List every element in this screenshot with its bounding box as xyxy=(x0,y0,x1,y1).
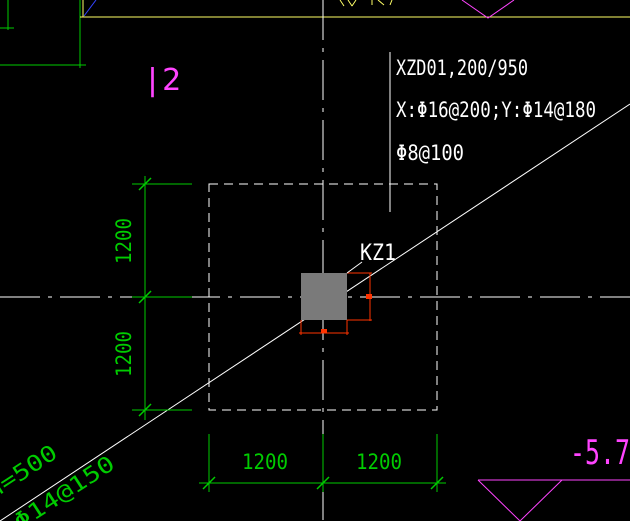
top-text-fragment-glyphs xyxy=(339,0,393,7)
annotation-line3: Φ8@100 xyxy=(396,141,464,165)
column-label-leader xyxy=(346,261,363,274)
elevation-marker: -5.7 xyxy=(477,433,630,521)
hdim-tick-left xyxy=(202,476,216,490)
top-left-blue-corner xyxy=(83,0,97,17)
annotation-line1: XZD01,200/950 xyxy=(396,56,528,80)
vdim-tick-bottom xyxy=(138,403,152,417)
vdim-tick-top xyxy=(138,177,152,191)
top-left-fragment xyxy=(0,0,630,68)
top-triangle-marker xyxy=(461,0,515,19)
elevation-value: -5.7 xyxy=(570,433,630,473)
elevation-triangle xyxy=(477,479,563,521)
column-kz1 xyxy=(301,273,347,320)
vdim-top-value: 1200 xyxy=(112,218,136,264)
vertical-dimension-chain: 1200 1200 xyxy=(112,176,192,420)
column-dim-right-label xyxy=(366,294,372,299)
annotation-block: XZD01,200/950 X:Φ16@200;Y:Φ14@180 Φ8@100 xyxy=(396,56,596,165)
section-mark: |2 xyxy=(143,63,181,98)
column-dimensions xyxy=(299,272,372,335)
hdim-tick-mid xyxy=(316,476,330,490)
vdim-bottom-value: 1200 xyxy=(112,331,136,377)
top-text-fragment xyxy=(339,0,393,7)
hdim-tick-right xyxy=(430,476,444,490)
column-dim-bottom-label xyxy=(321,329,327,333)
column-label: KZ1 xyxy=(360,241,396,266)
annotation-line2: X:Φ16@200;Y:Φ14@180 xyxy=(396,98,596,122)
foundation-outline xyxy=(208,183,438,411)
hdim-left-value: 1200 xyxy=(242,450,288,474)
horizontal-dimension-chain: 1200 1200 xyxy=(199,434,446,492)
hdim-right-value: 1200 xyxy=(356,450,402,474)
vdim-tick-mid xyxy=(138,290,152,304)
